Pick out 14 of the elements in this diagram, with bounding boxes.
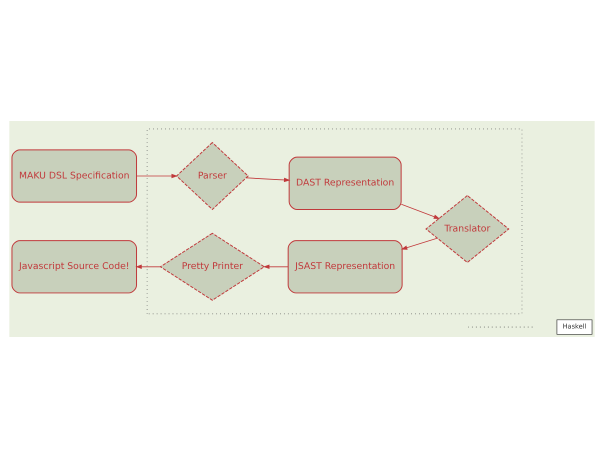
arrow	[135, 264, 161, 268]
node-diamond: Translator	[425, 194, 510, 263]
node-box: MAKU DSL Specification	[11, 148, 138, 202]
arrow	[263, 264, 289, 268]
arrow	[136, 173, 178, 178]
node-diamond: Parser	[176, 141, 249, 210]
arrow	[400, 203, 440, 218]
node-box: DAST Representation	[288, 156, 402, 210]
node-box: Javascript Source Code!	[11, 240, 138, 293]
node-diamond: Pretty Printer	[160, 232, 266, 300]
arrow	[246, 176, 290, 182]
node-box: JSAST Representation	[288, 240, 403, 293]
arrow	[400, 237, 438, 250]
cluster	[146, 128, 522, 314]
